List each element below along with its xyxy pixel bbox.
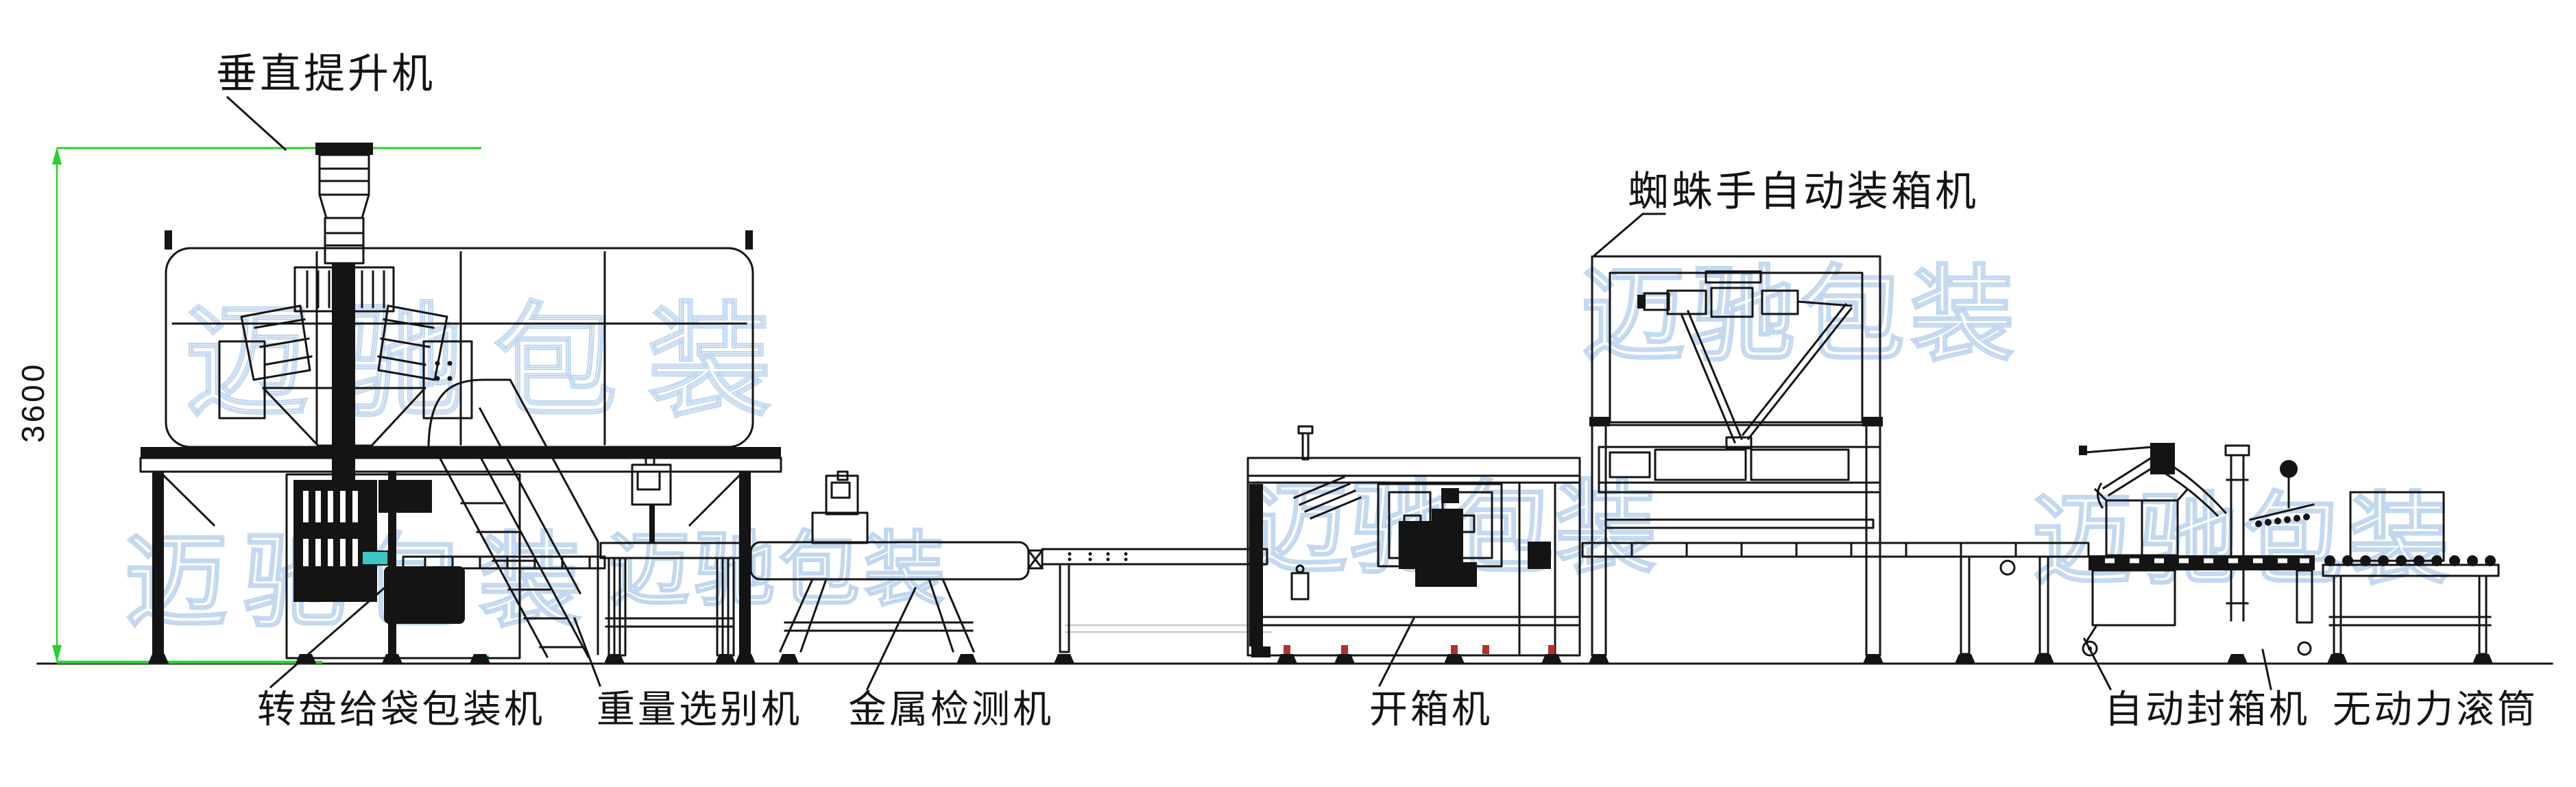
dimension-3600: 3600	[15, 147, 489, 664]
checkweigher	[599, 454, 749, 664]
label-metal-detector: 金属检测机	[848, 688, 1054, 731]
watermark-text: 迈驰包装	[1581, 257, 2020, 374]
label-vertical-elevator: 垂直提升机	[216, 51, 435, 97]
case-sealer	[2079, 443, 2315, 664]
case-erector	[1247, 425, 1581, 664]
leader-line	[1593, 213, 1666, 257]
spider-hand-case-packer	[1589, 255, 1883, 664]
leader-line	[573, 617, 601, 687]
label-case-erector: 开箱机	[1369, 688, 1493, 731]
labels: 垂直提升机 蜘蛛手自动装箱机 转盘给袋包装机 重量选别机 金属检测机 开箱机 自…	[216, 51, 2538, 731]
label-gravity-roller-conveyor: 无动力滚筒	[2333, 688, 2538, 731]
leader-line	[226, 95, 287, 152]
metal-detector	[749, 470, 1030, 664]
label-rotary-bag-packing-machine: 转盘给袋包装机	[257, 688, 545, 731]
leader-line	[866, 587, 917, 690]
line-conveyor-1	[1026, 548, 1272, 664]
leader-line	[1377, 616, 1416, 688]
line-conveyor-2	[1581, 542, 2090, 664]
label-case-sealer: 自动封箱机	[2104, 688, 2310, 731]
dimension-text: 3600	[15, 362, 51, 443]
label-checkweigher: 重量选别机	[597, 688, 802, 731]
watermark-text: 迈驰包装	[2032, 484, 2455, 596]
rotary-bag-packing-machine	[285, 473, 606, 664]
leader-line	[2082, 637, 2112, 691]
leader-line	[269, 577, 396, 689]
bagging-platform	[139, 230, 782, 664]
gravity-roller-conveyor	[2322, 491, 2500, 664]
bag-clamp-teal-part	[361, 550, 389, 566]
label-spider-hand-case-packer: 蜘蛛手自动装箱机	[1628, 169, 1979, 215]
leader-line	[2261, 649, 2272, 690]
watermark-text: 迈驰包装	[609, 525, 949, 616]
platform-stairs	[427, 378, 599, 659]
